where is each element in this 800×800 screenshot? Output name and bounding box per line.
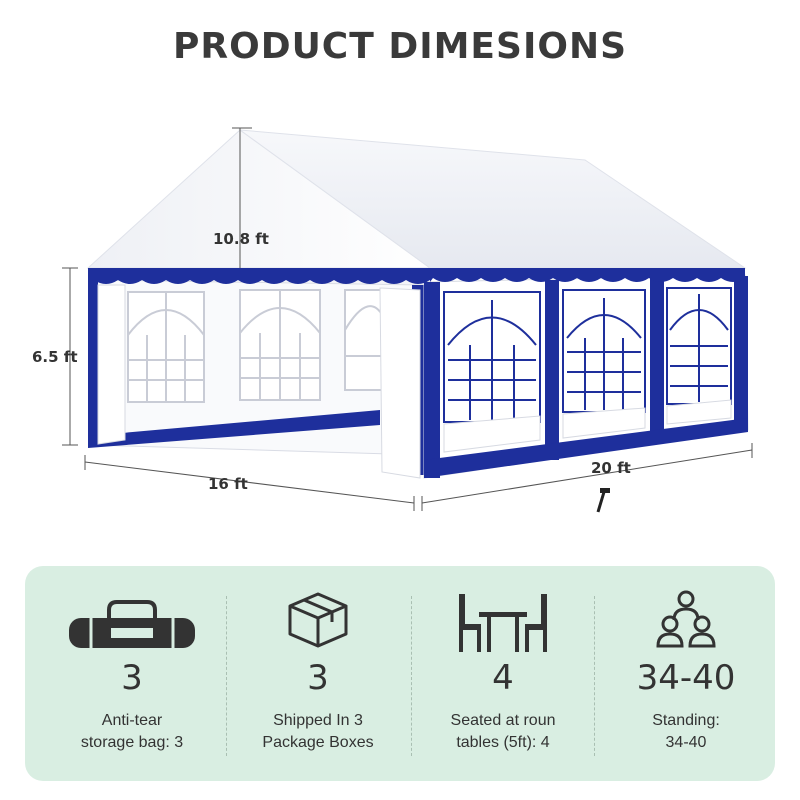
feature-standing: 34-40 Standing: 34-40 <box>594 566 778 781</box>
peak-height-label: 10.8 ft <box>213 230 269 248</box>
right-wall-frames <box>424 276 748 478</box>
table-chairs-icon <box>459 594 547 652</box>
standing-count: 34-40 <box>636 658 736 698</box>
feature-seating: 4 Seated at roun tables (5ft): 4 <box>411 566 595 781</box>
features-panel: 3 Anti-tear storage bag: 3 3 Shipped In … <box>25 566 775 781</box>
divider <box>594 596 595 756</box>
storage-bag-count: 3 <box>121 658 143 698</box>
seating-count: 4 <box>492 658 514 698</box>
depth-label: 16 ft <box>208 475 248 493</box>
package-box-count: 3 <box>307 658 329 698</box>
divider <box>226 596 227 756</box>
people-group-icon <box>656 590 716 648</box>
width-label: 20 ft <box>591 459 631 477</box>
feature-package-boxes: 3 Shipped In 3 Package Boxes <box>226 566 410 781</box>
tent-illustration <box>62 127 753 513</box>
right-wall-windows <box>443 287 732 423</box>
package-box-desc: Shipped In 3 Package Boxes <box>262 712 374 751</box>
storage-bag-desc: Anti-tear storage bag: 3 <box>80 712 184 751</box>
divider <box>411 596 412 756</box>
standing-desc: Standing: 34-40 <box>652 712 720 751</box>
package-box-icon <box>288 592 348 648</box>
left-wall-windows <box>127 289 386 403</box>
side-height-label: 6.5 ft <box>32 348 78 366</box>
feature-storage-bag: 3 Anti-tear storage bag: 3 <box>40 566 224 781</box>
dimension-lines <box>62 127 753 511</box>
seating-desc: Seated at roun tables (5ft): 4 <box>450 712 556 751</box>
storage-bag-icon <box>69 600 195 648</box>
page-title: PRODUCT DIMESIONS <box>172 26 627 67</box>
